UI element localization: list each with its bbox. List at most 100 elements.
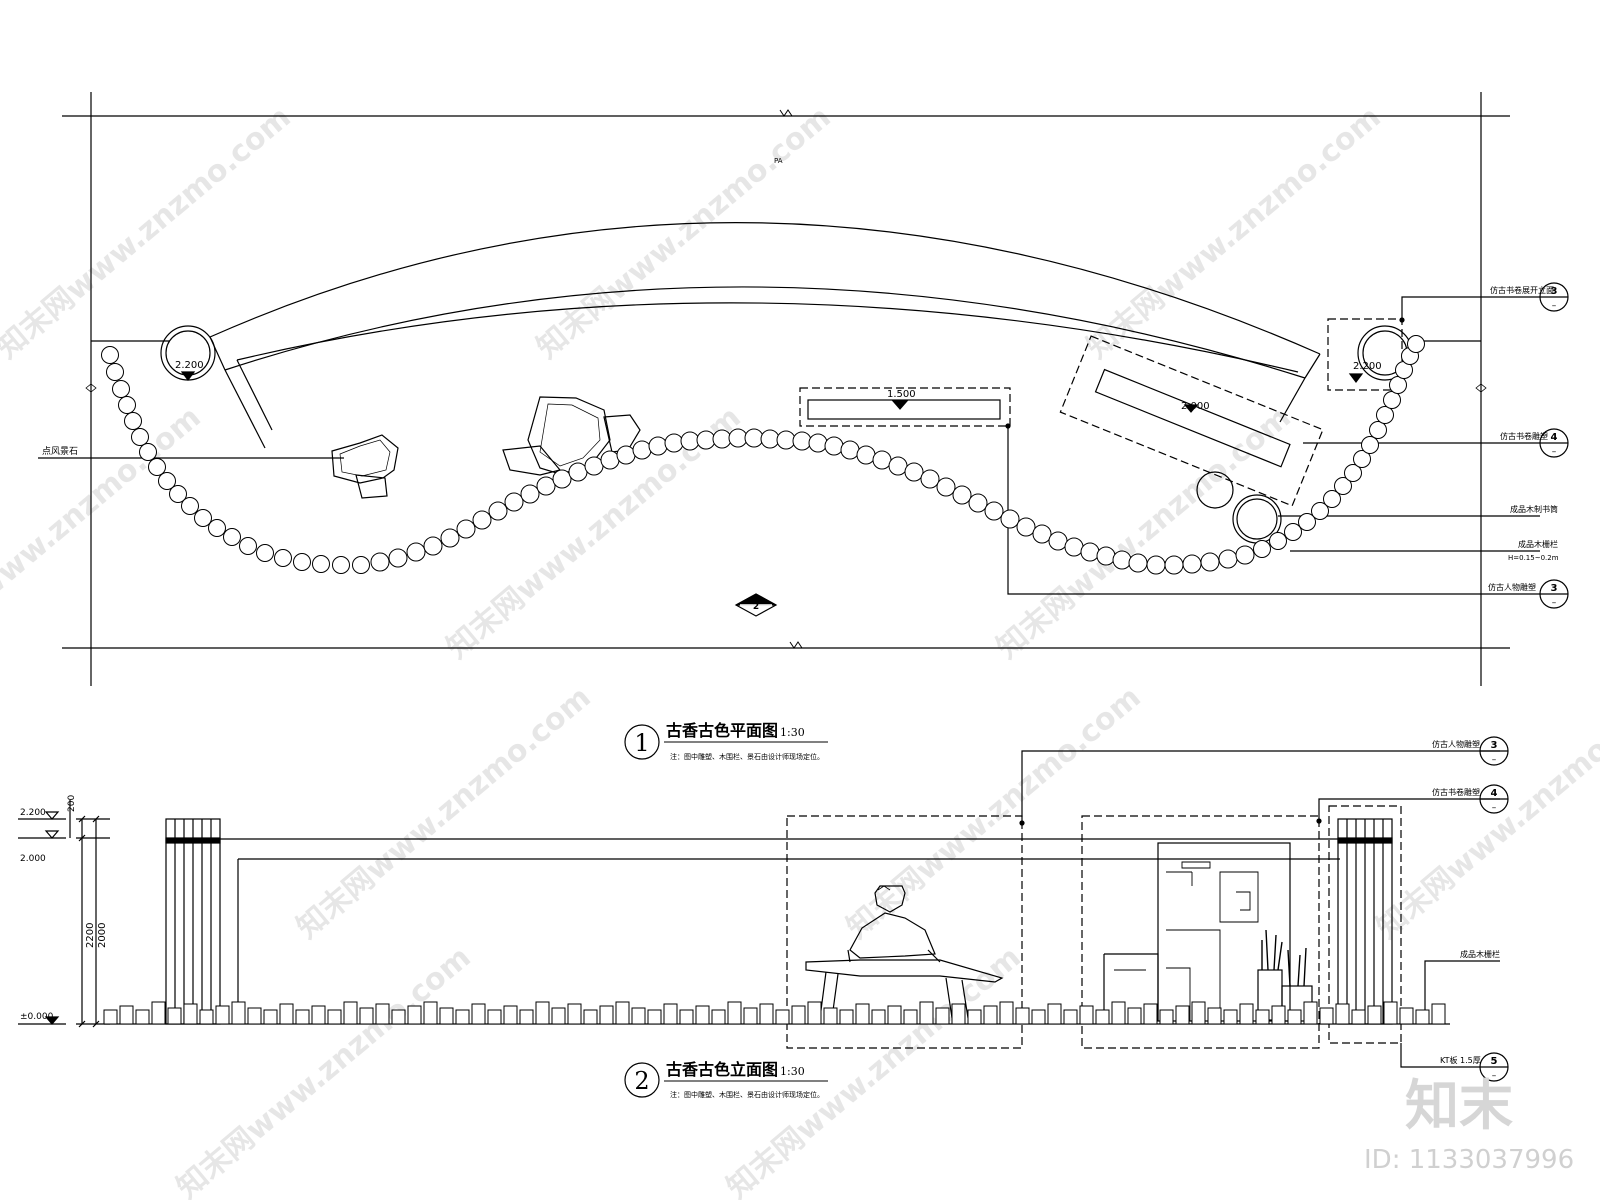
brand-id: ID: 1133037996 <box>1364 1145 1574 1175</box>
pebble <box>552 469 572 489</box>
fence-picket <box>1335 1003 1350 1025</box>
elev-callout-1-text: 仿古人物雕塑 <box>1432 739 1480 749</box>
fence-picket <box>1287 1009 1302 1025</box>
pebble <box>1128 553 1148 573</box>
callout-4b-text: H=0.15~0.2m <box>1508 554 1559 562</box>
fence-picket <box>295 1009 310 1025</box>
elev-callout-2-num: 4 <box>1491 788 1498 799</box>
pebble <box>158 472 176 490</box>
fence-picket <box>519 1009 534 1025</box>
fence-picket <box>1031 1009 1046 1025</box>
fence-picket <box>647 1009 662 1025</box>
fence-picket <box>1351 1009 1366 1025</box>
fence-picket <box>1255 1009 1270 1025</box>
fence-picket <box>1319 1007 1334 1025</box>
fence-picket <box>615 1001 630 1025</box>
brand-block: 知末 ID: 1133037996 <box>1364 1074 1574 1175</box>
pebble <box>1235 545 1255 565</box>
callout-1-sub: – <box>1552 301 1557 311</box>
fence-picket <box>775 1009 790 1025</box>
fence-picket <box>791 1005 806 1025</box>
pebble <box>139 443 157 461</box>
fence-picket <box>887 1005 902 1025</box>
pebble <box>872 450 892 470</box>
fence-picket <box>263 1009 278 1025</box>
elev-callout-2-text: 仿古书卷雕塑 <box>1432 787 1480 797</box>
pebble <box>1298 513 1316 531</box>
elevation-note: 注：图中雕塑、木围栏、景石由设计师现场定位。 <box>670 1090 824 1099</box>
fence-picket <box>935 1007 950 1025</box>
callout-5-num: 3 <box>1551 583 1558 594</box>
pebble <box>101 346 119 364</box>
level-top: 2.200 <box>20 808 46 818</box>
pebble <box>256 544 274 562</box>
plan-note: 注：图中雕塑、木围栏、景石由设计师现场定位。 <box>670 752 824 761</box>
fence-picket <box>743 1007 758 1025</box>
plan-callout-circles <box>1539 282 1569 609</box>
elev-callout-1-num: 3 <box>1491 740 1498 751</box>
fence-picket <box>807 1001 822 1025</box>
fence-picket <box>631 1007 646 1025</box>
pebble <box>632 440 652 460</box>
pebble <box>568 462 588 482</box>
pebble <box>131 428 149 446</box>
pebble <box>936 477 956 497</box>
fence-picket <box>183 1003 198 1025</box>
pebble <box>112 380 130 398</box>
fence-picket <box>455 1009 470 1025</box>
level-mid: 2.000 <box>20 854 46 864</box>
pebble <box>1032 524 1052 544</box>
fence-picket <box>487 1009 502 1025</box>
fence-picket <box>599 1005 614 1025</box>
watermark-text: 知末网www.znzmo.com <box>0 100 298 366</box>
watermark-layer: 知末网www.znzmo.com 知末网www.znzmo.com 知末网www.z… <box>0 100 1600 1200</box>
pebble <box>352 556 370 574</box>
fence-picket <box>1399 1007 1414 1025</box>
pebble <box>600 450 620 470</box>
fence-picket <box>1047 1003 1062 1025</box>
fence-picket <box>1079 1005 1094 1025</box>
pebble <box>1096 546 1116 566</box>
pebble <box>1344 464 1362 482</box>
fence-picket <box>1111 1001 1126 1025</box>
pebble <box>1311 502 1329 520</box>
callout-rock-text: 点风景石 <box>42 446 78 457</box>
watermark-text: 知末网www.znzmo.com <box>170 940 477 1200</box>
fence-picket <box>247 1007 262 1025</box>
fence-picket <box>391 1009 406 1025</box>
pebble <box>824 436 844 456</box>
watermark-text: 知末网www.znzmo.com <box>840 680 1147 946</box>
elev-callout-4-text: KT板 1.5厚 <box>1440 1055 1481 1065</box>
fence-picket <box>823 1007 838 1025</box>
pebble <box>1064 537 1084 557</box>
elevation-scale: 1:30 <box>780 1065 805 1078</box>
north-mark-text: PA <box>774 157 783 165</box>
pebble <box>1383 391 1401 409</box>
pebble <box>106 363 124 381</box>
watermark-text: 知末网www.znzmo.com <box>1370 680 1600 946</box>
pebble <box>664 433 684 453</box>
pebble <box>148 458 166 476</box>
dim-200: 200 <box>67 795 77 812</box>
pebble <box>472 510 492 530</box>
elevation-title-num: 2 <box>634 1067 649 1095</box>
pebble <box>388 548 408 568</box>
pebble <box>904 462 924 482</box>
fence-picket <box>535 1001 550 1025</box>
fence-picket <box>1415 1009 1430 1025</box>
pebble <box>118 396 136 414</box>
plan-title-block: 1 古香古色平面图 1:30 注：图中雕塑、木围栏、景石由设计师现场定位。 <box>624 721 828 761</box>
pebble <box>744 428 764 448</box>
fence-picket <box>951 1003 966 1025</box>
pebble <box>952 485 972 505</box>
pebble <box>124 412 142 430</box>
callout-2-num: 4 <box>1551 432 1558 443</box>
fence-picket <box>471 1003 486 1025</box>
pebble <box>1334 477 1352 495</box>
pebble <box>616 445 636 465</box>
pebble <box>712 429 732 449</box>
fence-picket <box>1367 1005 1382 1025</box>
fence-picket <box>679 1009 694 1025</box>
pebble <box>760 429 780 449</box>
pebble <box>1048 531 1068 551</box>
